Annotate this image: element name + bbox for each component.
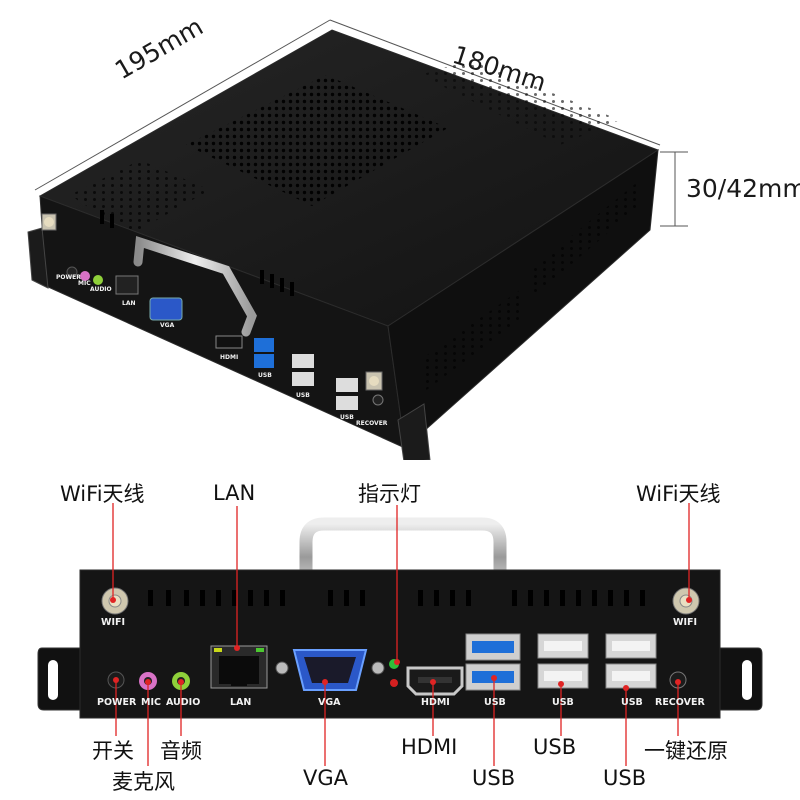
top-wifi-antenna-right — [365, 371, 383, 391]
front-label-audio: AUDIO — [166, 697, 201, 708]
front-label-mic: MIC — [141, 697, 161, 708]
top-label-hdmi: HDMI — [220, 354, 239, 361]
callout-microphone: 麦克风 — [112, 770, 175, 794]
usb2-port-right-bottom — [605, 663, 657, 689]
top-label-usb-b: USB — [296, 392, 310, 399]
callout-leader-lines — [112, 503, 690, 766]
top-view-illustration — [27, 19, 688, 460]
dimension-height: 30/42mm — [686, 174, 800, 203]
front-panel-illustration — [37, 503, 763, 766]
rack-ear-left — [37, 647, 81, 711]
front-label-vga: VGA — [318, 697, 341, 708]
front-label-recover: RECOVER — [655, 697, 705, 708]
callout-power-switch: 开关 — [92, 739, 134, 763]
callout-vga: VGA — [303, 766, 349, 790]
front-label-usb-a: USB — [484, 697, 506, 708]
usb3-port-top — [465, 633, 521, 661]
callout-recover: 一键还原 — [644, 739, 728, 763]
callout-usb-right: USB — [603, 766, 647, 790]
front-label-power: POWER — [97, 697, 137, 708]
top-label-vga: VGA — [160, 322, 175, 329]
top-label-usb-c: USB — [340, 414, 354, 421]
top-label-lan: LAN — [122, 300, 136, 307]
front-label-usb-b: USB — [552, 697, 574, 708]
callout-usb-middle: USB — [533, 735, 577, 759]
callout-hdmi: HDMI — [401, 735, 458, 759]
lan-port — [210, 645, 268, 689]
front-label-wifi-right: WIFI — [673, 617, 698, 628]
front-label-lan: LAN — [230, 697, 252, 708]
callout-wifi-right: WiFi天线 — [636, 482, 721, 506]
callout-indicator: 指示灯 — [358, 482, 421, 506]
top-label-power: POWER — [56, 274, 81, 281]
vga-port — [275, 649, 385, 691]
front-label-hdmi: HDMI — [421, 697, 450, 708]
top-handle — [133, 235, 257, 337]
callout-usb-center: USB — [472, 766, 516, 790]
top-label-recover: RECOVER — [356, 420, 388, 427]
top-label-usb-a: USB — [258, 372, 272, 379]
top-label-audio: AUDIO — [90, 286, 112, 293]
wifi-antenna-right — [672, 587, 700, 615]
front-label-usb-c: USB — [621, 697, 643, 708]
rack-ear-right — [719, 647, 763, 711]
top-label-mic: MIC — [78, 280, 91, 287]
front-label-wifi-left: WIFI — [101, 617, 126, 628]
top-wifi-antenna-left — [41, 213, 57, 231]
front-handle — [299, 517, 507, 597]
callout-wifi-left: WiFi天线 — [60, 482, 145, 506]
usb2-port-right-top — [605, 633, 657, 659]
led-red — [390, 679, 398, 687]
callout-lan: LAN — [213, 481, 256, 505]
usb2-port-middle-top — [537, 633, 589, 659]
callout-audio: 音频 — [160, 739, 202, 763]
